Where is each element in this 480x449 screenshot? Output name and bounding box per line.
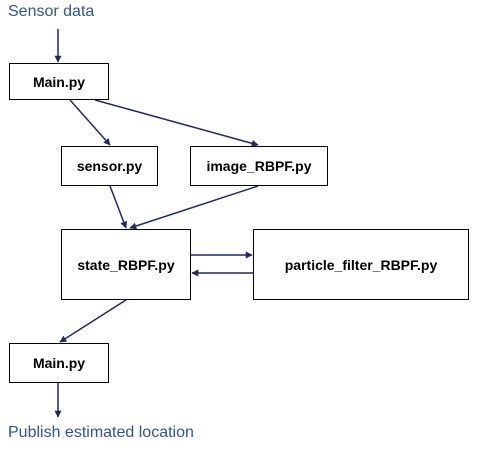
node-label: image_RBPF.py [206, 158, 312, 174]
input-label: Sensor data [8, 3, 95, 20]
node-label: Main.py [32, 355, 86, 371]
node-main-top: Main.py [9, 63, 109, 100]
edge-sensor-to-state [109, 185, 128, 229]
edge-main-to-image [94, 99, 259, 147]
node-label: particle_filter_RBPF.py [284, 256, 438, 273]
node-label: Main.py [32, 73, 86, 90]
node-sensor: sensor.py [61, 146, 158, 186]
output-label: Publish estimated location [8, 424, 194, 441]
edge-image-to-state [129, 185, 259, 230]
node-label: sensor.py [76, 158, 143, 174]
node-particle-filter-rbpf: particle_filter_RBPF.py [253, 229, 469, 300]
node-label: state_RBPF.py [77, 256, 175, 273]
edge-main-to-sensor [69, 99, 111, 146]
edge-state-to-main [59, 299, 127, 343]
node-state-rbpf: state_RBPF.py [61, 229, 191, 300]
node-main-bottom: Main.py [9, 343, 109, 383]
node-image-rbpf: image_RBPF.py [190, 146, 328, 186]
